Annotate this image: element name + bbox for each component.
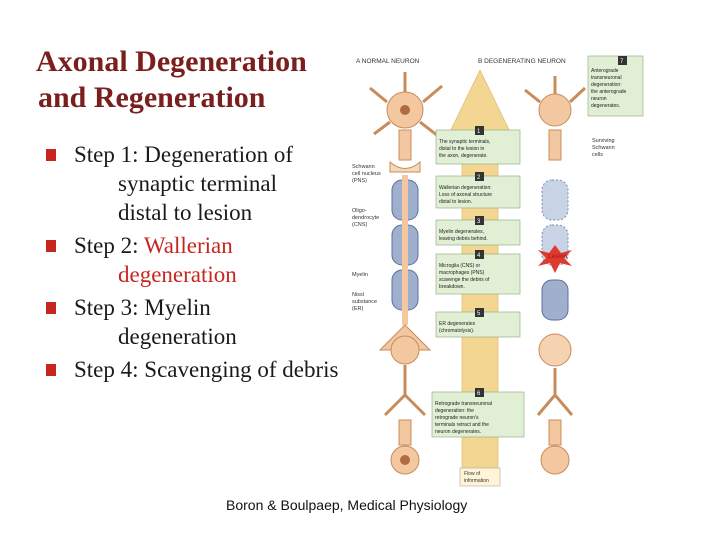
step-item-4: Step 4: Scavenging of debris — [46, 355, 346, 384]
label-schwann-1: Schwann — [352, 164, 375, 170]
bullet-square-icon — [46, 240, 56, 252]
box-5-number: 5 — [477, 311, 481, 317]
step-4-prefix: Step 4: — [74, 357, 145, 382]
box-2: 2 Wallerian degeneration: Loss of axonal… — [435, 172, 521, 209]
box-4-line-4: breakdown. — [439, 284, 465, 290]
box-2-line-1: Wallerian degeneration: — [439, 185, 492, 191]
label-oligo-2: dendrocyte — [352, 215, 379, 221]
box-7-line-3: degeneration: — [591, 82, 622, 88]
box-7-line-5: neuron — [591, 96, 607, 102]
panel-a-label: A NORMAL NEURON — [356, 58, 420, 65]
box-5-line-1: ER degenerates — [439, 321, 476, 327]
degenerating-neuron — [524, 76, 587, 475]
flow-line-1: Flow of — [464, 471, 481, 477]
step-3-cont-1: degeneration — [118, 324, 237, 349]
slide-title: Axonal Degeneration and Regeneration — [36, 44, 336, 116]
step-1-text: Degeneration of — [144, 142, 294, 167]
box-6-line-3: retrograde neuron's — [435, 415, 479, 421]
bullet-square-icon — [46, 149, 56, 161]
right-structure-labels: Surviving Schwann cells — [592, 138, 615, 158]
box-3-number: 3 — [477, 219, 481, 225]
title-line-2: and Regeneration — [38, 81, 266, 114]
label-schwann-3: (PNS) — [352, 178, 367, 184]
box-1-line-2: distal to the lesion in — [439, 146, 485, 152]
label-nissl-2: substance — [352, 299, 377, 305]
step-4-text: Scavenging of debris — [144, 357, 339, 382]
step-list: Step 1: Degeneration of synaptic termina… — [46, 140, 346, 388]
lesion-label: Lesion — [548, 254, 568, 260]
box-7-number: 7 — [620, 59, 624, 65]
left-structure-labels: Schwann cell nucleus (PNS) Oligo- dendro… — [352, 164, 381, 312]
box-4-line-3: scavenge the debris of — [439, 277, 490, 283]
box-2-line-2: Loss of axonal structure — [439, 192, 492, 198]
box-3: 3 Myelin degenerates, leaving debris beh… — [435, 216, 521, 246]
bullet-square-icon — [46, 302, 56, 314]
label-surviving-2: Schwann — [592, 145, 615, 151]
bullet-square-icon — [46, 364, 56, 376]
panel-b-label: B DEGENERATING NEURON — [478, 58, 566, 65]
box-2-line-3: distal to lesion. — [439, 199, 472, 205]
box-6-line-4: terminals retract and the — [435, 422, 489, 428]
step-2-highlight: Wallerian — [143, 233, 233, 258]
box-6-number: 6 — [477, 391, 481, 397]
step-3-prefix: Step 3: — [74, 295, 145, 320]
box-3-line-2: leaving debris behind. — [439, 236, 488, 242]
box-2-number: 2 — [477, 175, 481, 181]
box-1-line-3: the axon, degenerate. — [439, 153, 488, 159]
flow-box — [459, 467, 501, 487]
box-3-line-1: Myelin degenerates, — [439, 229, 484, 235]
step-3-text: Myelin — [144, 295, 211, 320]
box-1-line-1: The synaptic terminals, — [439, 139, 490, 145]
box-7: 7 Anterograde transneuronal degeneration… — [587, 55, 644, 117]
box-4: 4 Microglia (CNS) or macrophages (PNS) s… — [435, 250, 521, 295]
label-oligo-3: (CNS) — [352, 222, 367, 228]
box-5-line-2: (chromatolysis). — [439, 328, 474, 334]
box-1-number: 1 — [477, 129, 481, 135]
step-1-cont-1: synaptic terminal — [118, 171, 278, 196]
box-6-line-1: Retrograde transneuronal — [435, 401, 492, 407]
box-7-line-1: Anterograde — [591, 68, 619, 74]
step-item-2: Step 2: Wallerian degeneration — [46, 231, 346, 289]
label-surviving-3: cells — [592, 152, 603, 158]
box-7-line-6: degenerates. — [591, 103, 620, 109]
box-4-number: 4 — [477, 253, 481, 259]
title-line-1: Axonal Degeneration — [36, 45, 307, 78]
box-4-line-2: macrophages (PNS) — [439, 270, 485, 276]
label-myelin: Myelin — [352, 272, 368, 278]
figure-credit: Boron & Boulpaep, Medical Physiology — [226, 497, 468, 513]
step-item-1: Step 1: Degeneration of synaptic termina… — [46, 140, 346, 227]
step-item-3: Step 3: Myelin degeneration — [46, 293, 346, 351]
box-7-line-2: transneuronal — [591, 75, 622, 81]
label-oligo-1: Oligo- — [352, 208, 367, 214]
normal-neuron — [369, 72, 443, 475]
box-7-line-4: the anterograde — [591, 89, 627, 95]
step-2-prefix: Step 2: — [74, 233, 144, 258]
flow-line-2: information — [464, 478, 489, 484]
box-6-line-2: degeneration: the — [435, 408, 474, 414]
label-nissl-3: (ER) — [352, 306, 363, 312]
step-1-cont-2: distal to lesion — [118, 200, 253, 225]
label-surviving-1: Surviving — [592, 138, 615, 144]
label-schwann-2: cell nucleus — [352, 171, 381, 177]
box-4-line-1: Microglia (CNS) or — [439, 263, 480, 269]
box-5: 5 ER degenerates (chromatolysis). — [435, 308, 521, 338]
box-6: 6 Retrograde transneuronal degeneration:… — [431, 388, 525, 438]
label-nissl-1: Nissl — [352, 292, 364, 298]
neuron-degeneration-figure: A NORMAL NEURON B DEGENERATING NEURON — [350, 50, 650, 505]
box-1: 1 The synaptic terminals, distal to the … — [435, 126, 521, 165]
step-1-prefix: Step 1: — [74, 142, 145, 167]
step-2-cont-1: degeneration — [118, 262, 237, 287]
box-6-line-5: neuron degenerates. — [435, 429, 481, 435]
